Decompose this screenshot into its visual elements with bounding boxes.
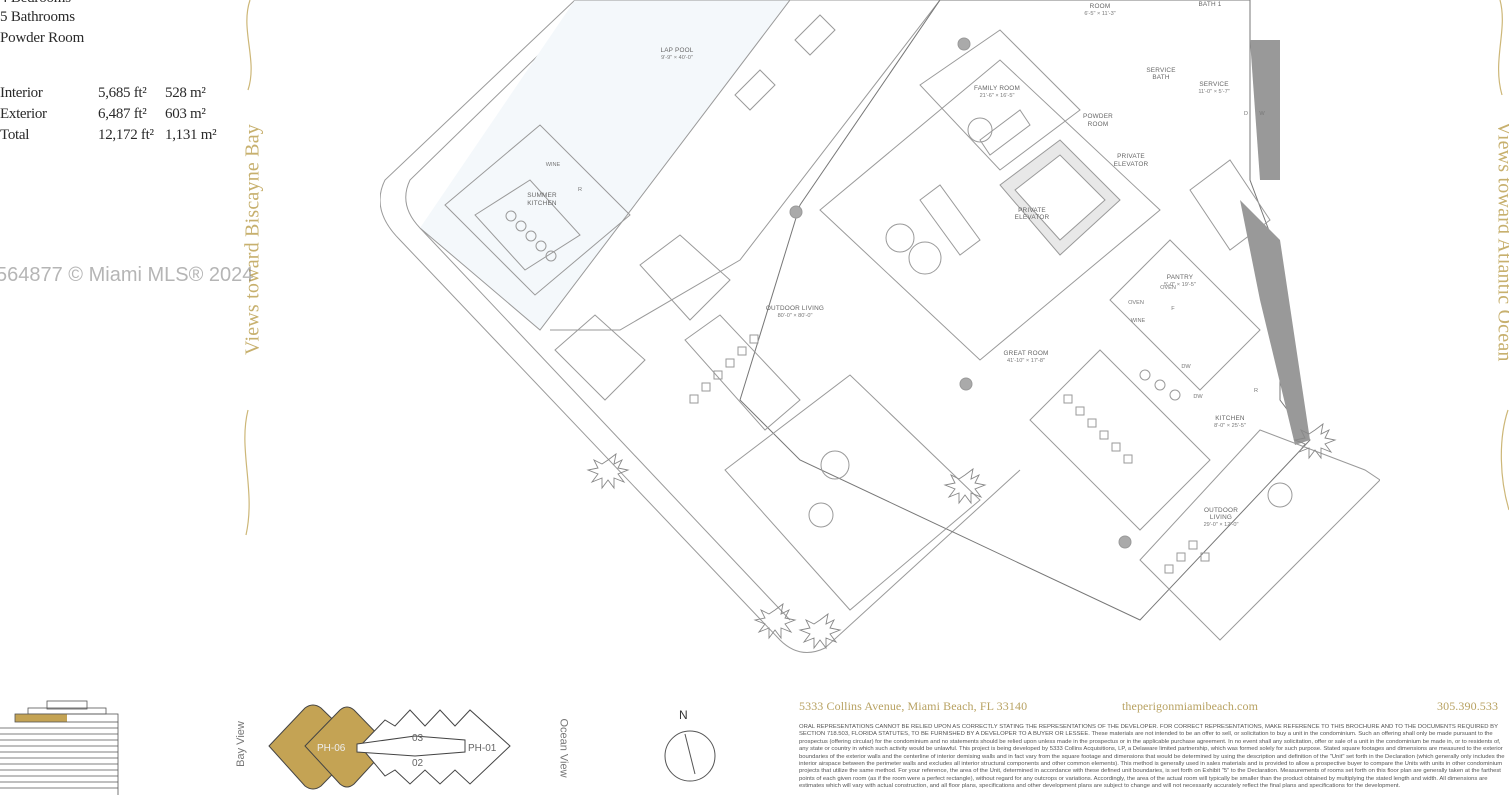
room-name: ELEVATOR — [1114, 161, 1149, 168]
right-wave-decoration — [1498, 0, 1509, 511]
pantry — [1109, 239, 1261, 391]
terrace-outline — [380, 0, 1021, 653]
key-plan: PH-06 03 02 PH-01 — [268, 704, 511, 790]
view-label-ocean: Views toward Atlantic Ocean — [1493, 121, 1509, 362]
room-dim: 11'-0" × 5'-7" — [1198, 89, 1229, 95]
room-name: BATH 1 — [1198, 1, 1221, 8]
room-dim: 6'-5" × 11'-3" — [1084, 11, 1115, 17]
room-name: OUTDOOR — [1204, 507, 1238, 514]
room-name: SUMMER — [527, 192, 557, 199]
room-name: KITCHEN — [527, 200, 557, 207]
appliance-mark: DW — [1193, 394, 1203, 400]
footer-phone[interactable]: 305.390.533 — [1437, 699, 1499, 713]
planter — [554, 314, 646, 401]
room-name: GREAT ROOM — [1003, 350, 1048, 357]
mls-watermark: 564877 © Miami MLS® 2024 — [0, 264, 254, 286]
legal-disclaimer: ORAL REPRESENTATIONS CANNOT BE RELIED UP… — [799, 724, 1505, 790]
area-sqm: 1,131 m² — [165, 127, 217, 143]
appliance-mark: DW — [1181, 364, 1191, 370]
compass-north-label: N — [679, 708, 688, 722]
area-sqm: 528 m² — [165, 85, 206, 101]
room-dim: 5'-0" × 19'-5" — [1164, 282, 1196, 288]
area-sqft: 12,172 ft² — [98, 127, 154, 143]
area-sqft: 5,685 ft² — [98, 85, 147, 101]
view-label-bay: Views toward Biscayne Bay — [241, 124, 264, 355]
dining-area — [1029, 349, 1211, 531]
bedrooms-text: 4 Bedrooms — [0, 0, 71, 9]
room-name: ROOM — [1090, 3, 1111, 10]
room-dim: 8'-0" × 25'-5" — [1214, 423, 1246, 429]
bathrooms-text: 5 Bathrooms — [0, 9, 75, 25]
appliance-mark: F — [1171, 306, 1175, 312]
compass-icon — [664, 730, 716, 782]
room-name: POWDER — [1083, 113, 1113, 120]
outdoor-lounge — [724, 374, 981, 611]
area-label: Interior — [0, 85, 43, 101]
room-name: OUTDOOR LIVING — [766, 305, 824, 312]
area-sqm: 603 m² — [165, 106, 206, 122]
appliance-mark: WINE — [546, 162, 561, 168]
structural-wall — [1240, 200, 1310, 445]
outdoor-dining-table — [684, 314, 801, 431]
landscape-plants — [586, 422, 1337, 650]
left-wave-decoration — [244, 0, 252, 536]
room-dim: 9'-9" × 40'-0" — [661, 55, 693, 61]
lap-pool — [419, 0, 791, 331]
footer-address: 5333 Collins Avenue, Miami Beach, FL 331… — [799, 699, 1028, 713]
room-name: KITCHEN — [1215, 415, 1245, 422]
room-name: PANTRY — [1167, 274, 1194, 281]
bay-view-label: Bay View — [234, 721, 247, 767]
area-sqft: 6,487 ft² — [98, 106, 147, 122]
appliance-mark: OVEN — [1160, 285, 1176, 291]
unit-label: PH-01 — [468, 743, 497, 754]
room-dim: 41'-10" × 17'-8" — [1007, 358, 1045, 364]
appliance-mark: R — [1254, 388, 1258, 394]
summer-kitchen — [444, 124, 631, 296]
room-name: BATH — [1152, 74, 1170, 81]
floor-plan: LAP POOL 9'-9" × 40'-0" SUMMER KITCHEN O… — [380, 0, 1380, 653]
family-room-rug — [919, 29, 1081, 171]
ocean-view-label: Ocean View — [557, 718, 570, 778]
outdoor-living-right — [1139, 429, 1380, 641]
appliance-mark: WINE — [1131, 318, 1146, 324]
area-label: Exterior — [0, 106, 47, 122]
room-labels: LAP POOL 9'-9" × 40'-0" SUMMER KITCHEN O… — [527, 1, 1246, 528]
room-name: SERVICE — [1199, 81, 1228, 88]
room-dim: 80'-0" × 80'-0" — [778, 313, 813, 319]
unit-label: 03 — [412, 733, 424, 744]
room-dim: 29'-0" × 12'-0" — [1204, 522, 1239, 528]
appliance-mark: W — [1259, 111, 1265, 117]
appliance-mark: D — [1244, 111, 1248, 117]
room-name: LAP POOL — [660, 47, 693, 54]
room-name: FAMILY ROOM — [974, 85, 1020, 92]
room-name: ELEVATOR — [1015, 214, 1050, 221]
room-name: ROOM — [1088, 121, 1109, 128]
powder-room-text: Powder Room — [0, 30, 85, 46]
appliance-mark: OVEN — [1128, 300, 1144, 306]
building-elevation-icon — [0, 700, 119, 795]
room-name: LIVING — [1210, 514, 1232, 521]
unit-label: PH-06 — [317, 743, 346, 754]
area-label: Total — [0, 127, 30, 143]
unit-label: 02 — [412, 758, 424, 769]
room-name: PRIVATE — [1018, 207, 1046, 214]
room-dim: 21'-6" × 16'-5" — [980, 93, 1015, 99]
structural-wall — [1250, 40, 1280, 180]
great-room-rug — [819, 59, 1161, 361]
stairs — [1189, 159, 1271, 251]
planter — [639, 234, 731, 321]
footer-website[interactable]: theperigonmiamibeach.com — [1122, 699, 1259, 713]
room-name: SERVICE — [1146, 67, 1175, 74]
appliance-mark: R — [578, 187, 582, 193]
interior-walls — [739, 0, 1311, 621]
room-name: PRIVATE — [1117, 153, 1145, 160]
